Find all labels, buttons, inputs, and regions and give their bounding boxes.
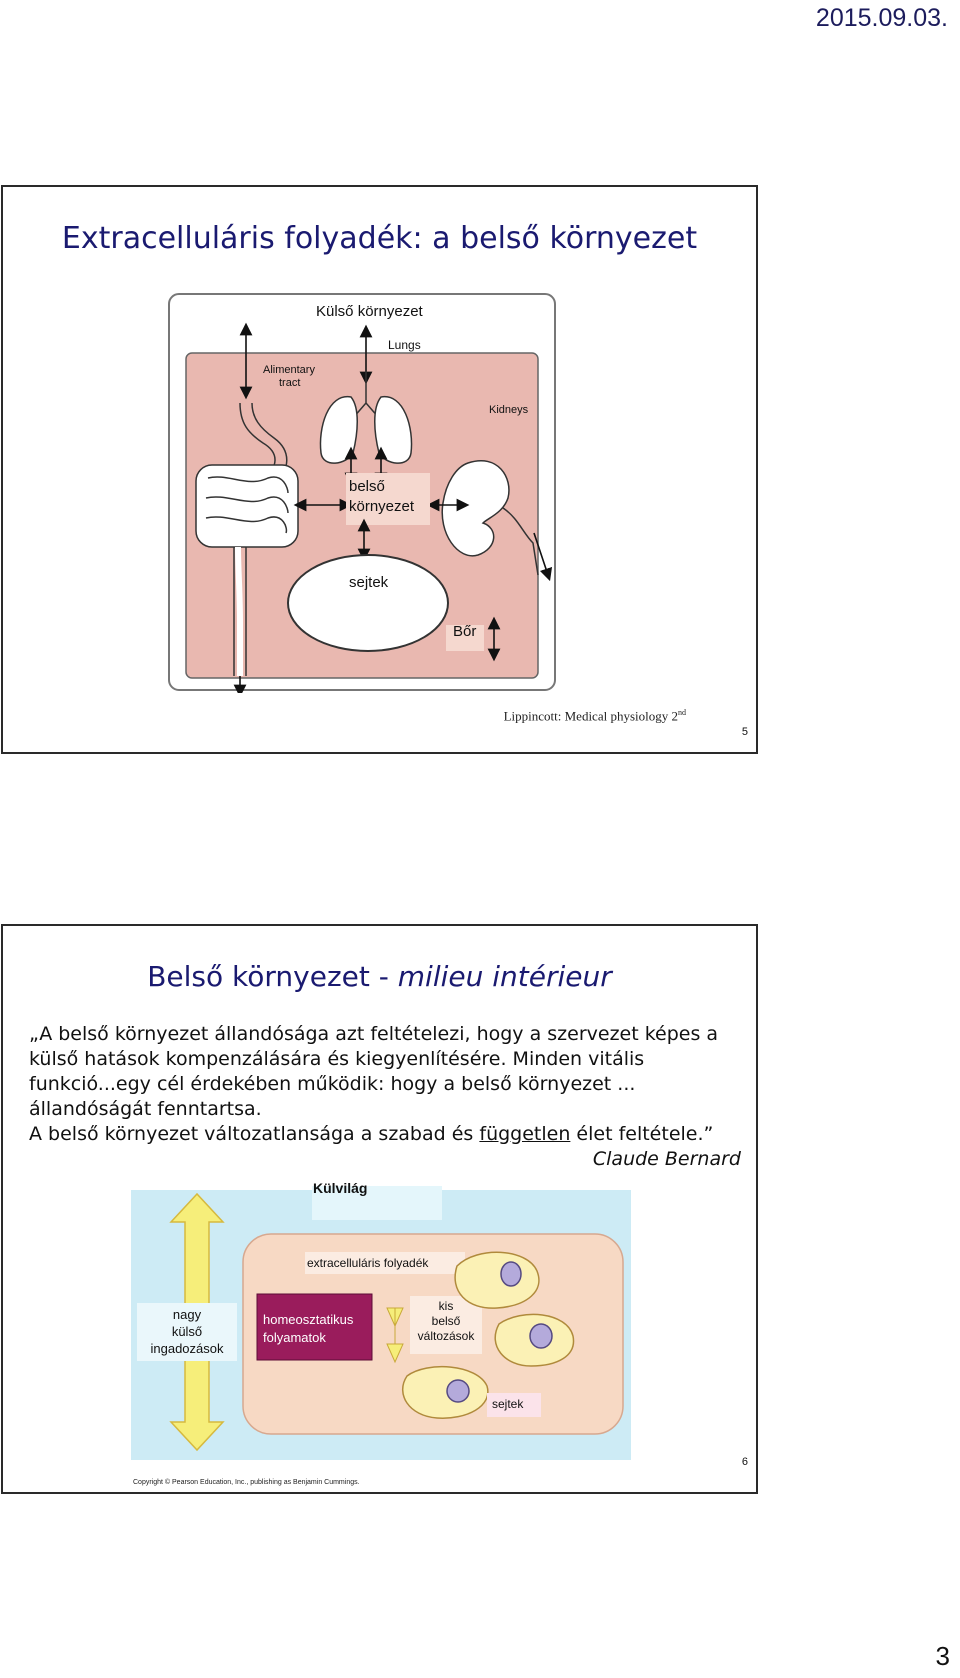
bernard-quote: „A belső környezet állandósága azt felté…	[29, 1022, 749, 1172]
external-environment-label: Külső környezet	[316, 303, 423, 320]
slide-number: 6	[742, 1456, 748, 1468]
citation: Lippincott: Medical physiology 2nd	[504, 708, 686, 724]
outside-world-label: Külvilág	[313, 1180, 367, 1196]
skin-label: Bőr	[453, 623, 476, 640]
slide-title: Belső környezet - milieu intérieur	[3, 960, 756, 993]
quote-author: Claude Bernard	[29, 1147, 749, 1172]
header-date: 2015.09.03.	[816, 4, 948, 33]
cells-ellipse	[288, 555, 448, 651]
cells-label: sejtek	[492, 1397, 523, 1411]
slide-title: Extracelluláris folyadék: a belső környe…	[3, 221, 756, 256]
slide-5: Extracelluláris folyadék: a belső környe…	[1, 185, 758, 754]
cells-label: sejtek	[349, 574, 388, 591]
page-number: 3	[936, 1641, 950, 1672]
copyright: Copyright © Pearson Education, Inc., pub…	[133, 1479, 360, 1486]
kidneys-label: Kidneys	[489, 404, 528, 416]
slide-6: Belső környezet - milieu intérieur „A be…	[1, 924, 758, 1494]
ecf-label: extracelluláris folyadék	[307, 1256, 428, 1270]
lungs-label: Lungs	[388, 338, 421, 352]
slide-number: 5	[742, 726, 748, 738]
